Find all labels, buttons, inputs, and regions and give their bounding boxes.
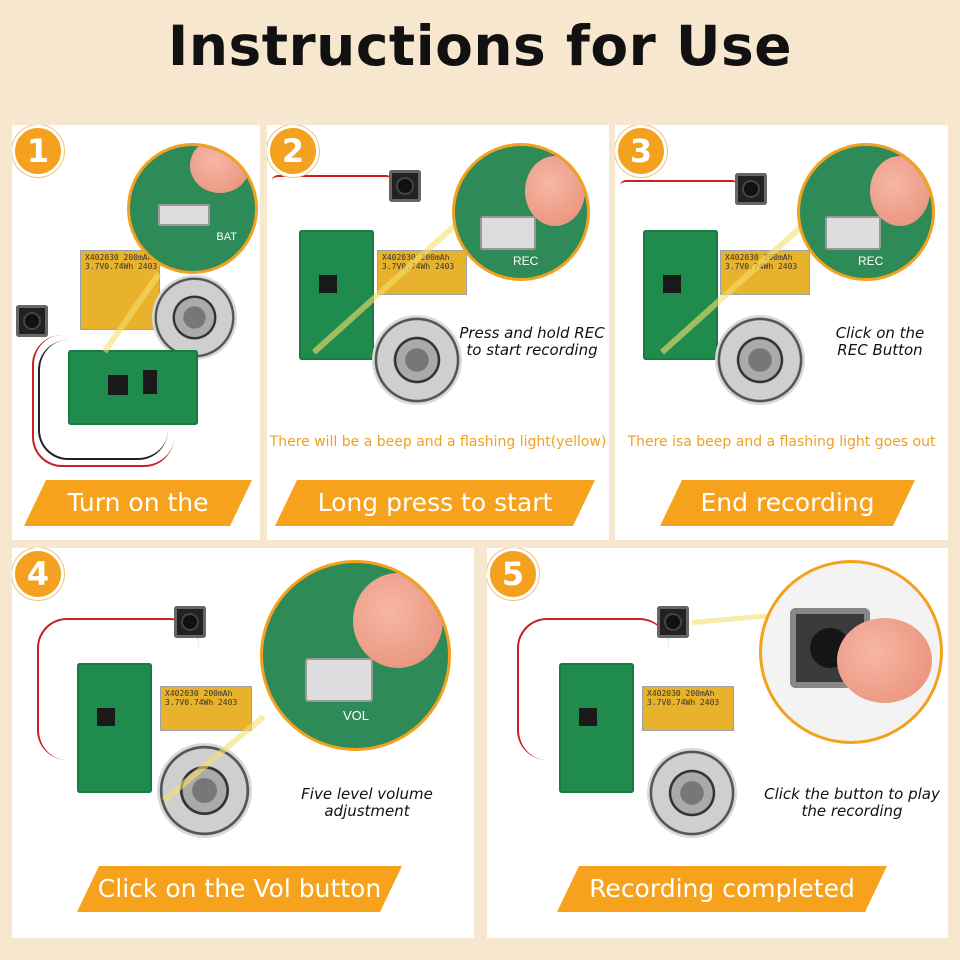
push-button-icon	[389, 170, 421, 202]
step-3-banner: End recording	[660, 480, 915, 526]
step-2-banner: Long press to start recording	[275, 480, 595, 526]
battery-label: X402030 200mAh 3.7V0.74Wh 2403	[647, 689, 720, 707]
step-4-caption: Five level volume adjustment	[301, 785, 433, 820]
step-number-5: 5	[487, 548, 539, 600]
chip	[143, 370, 157, 394]
push-button-icon	[174, 606, 206, 638]
step-1-panel: X402030 200mAh 3.7V0.74Wh 2403 BAT 1 Tur…	[12, 125, 260, 540]
chip	[319, 275, 337, 293]
pcb-board	[299, 230, 374, 360]
zoom-ray	[692, 613, 768, 625]
push-button-icon	[735, 173, 767, 205]
wire-red	[37, 618, 199, 760]
finger-icon	[353, 573, 443, 668]
chip	[97, 708, 115, 726]
step-2-hint: There will be a beep and a flashing ligh…	[269, 434, 607, 450]
zoom-circle: REC	[797, 143, 935, 281]
zoom-circle: VOL	[260, 560, 451, 751]
battery-label: X402030 200mAh 3.7V0.74Wh 2403	[85, 253, 158, 271]
pcb-board	[77, 663, 152, 793]
chip	[108, 375, 128, 395]
vol-button-icon	[305, 658, 373, 702]
step-number-4: 4	[12, 548, 64, 600]
zoom-label-vol: VOL	[343, 708, 370, 723]
zoom-circle: REC	[452, 143, 590, 281]
pcb-board	[643, 230, 718, 360]
wire-red	[32, 335, 174, 467]
battery: X402030 200mAh 3.7V0.74Wh 2403	[160, 686, 252, 731]
pcb-board	[68, 350, 198, 425]
page-title: Instructions for Use	[167, 14, 793, 78]
push-button-icon	[16, 305, 48, 337]
zoom-label-rec: REC	[858, 254, 884, 268]
zoom-circle	[759, 560, 943, 744]
step-5-caption: Click the button to play the recording	[764, 785, 940, 820]
step-3-caption: Click on the REC Button	[835, 324, 925, 359]
wire-red	[272, 175, 392, 187]
zoom-label-rec: REC	[513, 254, 539, 268]
step-2-caption: Press and hold REC to start recording	[459, 324, 605, 359]
speaker-icon	[372, 315, 462, 405]
step-1-banner: Turn on the switch	[24, 480, 252, 526]
step-number-1: 1	[12, 125, 64, 177]
step-4-banner: Click on the Vol button	[77, 866, 402, 912]
step-5-banner: Recording completed	[557, 866, 887, 912]
step-3-hint: There isa beep and a flashing light goes…	[627, 434, 936, 450]
wire-red	[517, 618, 669, 760]
finger-icon	[870, 156, 930, 226]
battery: X402030 200mAh 3.7V0.74Wh 2403	[642, 686, 734, 731]
step-5-panel: X402030 200mAh 3.7V0.74Wh 2403 Click the…	[487, 548, 948, 938]
finger-icon	[190, 146, 250, 193]
zoom-circle: BAT	[127, 143, 258, 274]
pcb-board	[559, 663, 634, 793]
step-number-2: 2	[267, 125, 319, 177]
rec-button-icon	[825, 216, 881, 250]
step-4-panel: X402030 200mAh 3.7V0.74Wh 2403 VOL Five …	[12, 548, 474, 938]
battery-label: X402030 200mAh 3.7V0.74Wh 2403	[165, 689, 238, 707]
finger-icon	[525, 156, 585, 226]
chip	[663, 275, 681, 293]
finger-icon	[837, 618, 932, 703]
step-2-panel: X402030 200mAh 3.7V0.74Wh 2403 REC Press…	[267, 125, 609, 540]
speaker-icon	[647, 748, 737, 838]
chip	[579, 708, 597, 726]
step-number-3: 3	[615, 125, 667, 177]
battery-label: X402030 200mAh 3.7V0.74Wh 2403	[725, 253, 798, 271]
wire-black	[38, 340, 168, 460]
wire-red	[620, 180, 738, 192]
slide-switch-icon	[158, 204, 210, 226]
speaker-icon	[152, 275, 237, 360]
speaker-icon	[715, 315, 805, 405]
zoom-label-bat: BAT	[216, 231, 237, 243]
step-3-panel: X402030 200mAh 3.7V0.74Wh 2403 REC Click…	[615, 125, 948, 540]
rec-button-icon	[480, 216, 536, 250]
push-button-icon	[657, 606, 689, 638]
